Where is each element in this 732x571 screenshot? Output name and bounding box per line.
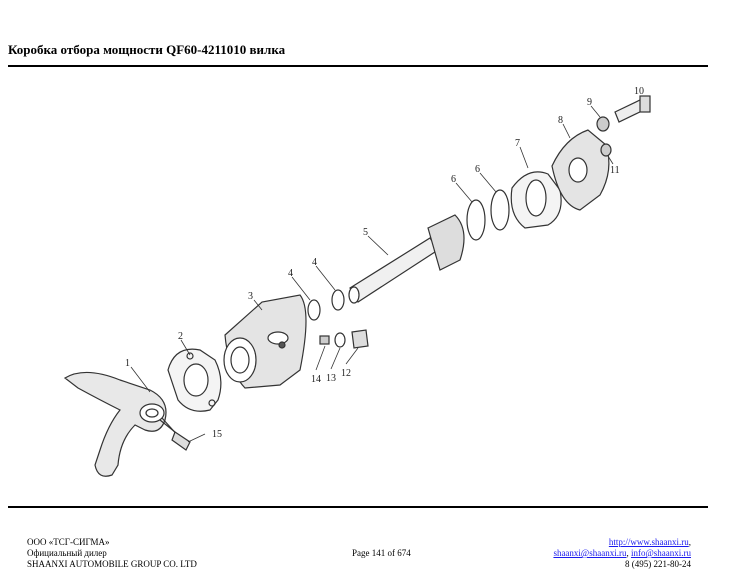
- washer-part-13: [334, 332, 346, 348]
- callout-4b: 4: [312, 257, 317, 268]
- housing-part-3: [223, 294, 307, 389]
- callout-11: 11: [610, 165, 620, 176]
- callout-5: 5: [363, 227, 368, 238]
- cover-part-8: [551, 129, 610, 211]
- shaft-part-5: [348, 214, 465, 304]
- email-separator: ,: [626, 548, 631, 558]
- dealer-label: Официальный дилер: [27, 548, 107, 558]
- nut-part-9: [596, 116, 610, 132]
- company-name: ООО «ТСГ-СИГМА»: [27, 537, 110, 547]
- fitting-part-12: [351, 329, 369, 349]
- footer-rule: [8, 506, 708, 508]
- page-title: Коробка отбора мощности QF60-4211010 вил…: [8, 42, 286, 57]
- callout-6a: 6: [451, 174, 456, 185]
- gasket-part-2: [167, 348, 222, 412]
- seal-part-6a: [466, 199, 486, 241]
- plug-part-14: [319, 335, 330, 345]
- bolt-part-10: [614, 95, 651, 123]
- callout-6b: 6: [475, 164, 480, 175]
- email-link-info[interactable]: info@shaanxi.ru: [630, 548, 691, 558]
- plug-part-11: [600, 143, 612, 157]
- seal-part-6b: [490, 189, 510, 231]
- footer-company-block: ООО «ТСГ-СИГМА» Официальный дилер SHAANX…: [27, 537, 197, 570]
- callout-10: 10: [634, 86, 644, 97]
- gasket-part-7: [510, 171, 562, 229]
- callout-1: 1: [125, 358, 130, 369]
- email-link-shaanxi[interactable]: shaanxi@shaanxi.ru: [553, 548, 627, 558]
- callout-3: 3: [248, 291, 253, 302]
- page-counter: Page 141 of 674: [352, 548, 411, 558]
- shift-fork-part-1: [63, 371, 176, 477]
- callout-8: 8: [558, 115, 563, 126]
- callout-15: 15: [212, 429, 222, 440]
- exploded-view-diagram: 1 2 3 4 4 5 6 6 7 8 9 10 11 12 13 14 15: [63, 86, 651, 477]
- footer-contacts-block: http://www.shaanxi.ru, shaanxi@shaanxi.r…: [553, 537, 691, 570]
- callout-12: 12: [341, 368, 351, 379]
- phone-number: 8 (495) 221-80-24: [625, 559, 691, 569]
- callout-13: 13: [326, 373, 336, 384]
- website-suffix: ,: [688, 537, 691, 547]
- header-rule: [8, 65, 708, 67]
- manufacturer-name: SHAANXI AUTOMOBILE GROUP CO. LTD: [27, 559, 197, 569]
- callout-7: 7: [515, 138, 520, 149]
- callout-4a: 4: [288, 268, 293, 279]
- o-ring-part-4b: [331, 289, 345, 311]
- bolt-part-15: [161, 417, 191, 451]
- callout-14: 14: [311, 374, 321, 385]
- callout-9: 9: [587, 97, 592, 108]
- website-link[interactable]: http://www.shaanxi.ru: [608, 537, 689, 547]
- o-ring-part-4a: [307, 299, 321, 321]
- callout-2: 2: [178, 331, 183, 342]
- callouts: 1 2 3 4 4 5 6 6 7 8 9 10 11 12 13 14 15: [125, 86, 644, 440]
